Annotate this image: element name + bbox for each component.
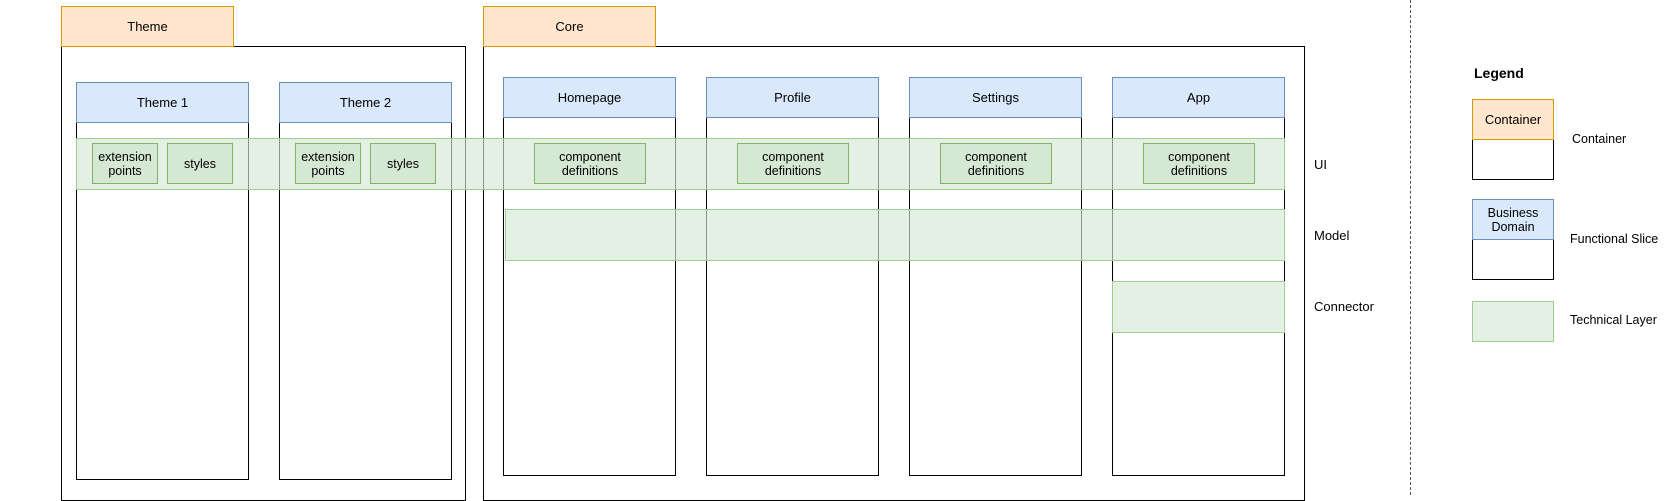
slice-theme1-header: Theme 1 [76,82,249,123]
ui-layer [76,138,1285,190]
theme1-styles: styles [167,143,233,184]
legend-container-body [1472,139,1554,180]
slice-app-header: App [1112,77,1285,118]
theme1-extension-points: extension points [92,143,158,184]
legend-slice-header: Business Domain [1472,199,1554,240]
theme2-styles: styles [370,143,436,184]
slice-theme2-header: Theme 2 [279,82,452,123]
core-container-tab: Core [483,6,656,47]
connector-layer-label: Connector [1314,299,1374,314]
theme-container-tab: Theme [61,6,234,47]
legend-slice-body [1472,239,1554,280]
profile-component-definitions: component definitions [737,143,849,184]
model-layer [505,209,1285,261]
legend-container-tab: Container [1472,99,1554,140]
legend-divider [1410,0,1411,495]
slice-profile-header: Profile [706,77,879,118]
legend-container-desc: Container [1572,132,1627,146]
legend-title: Legend [1474,65,1524,81]
legend-layer-swatch [1472,301,1554,342]
theme2-extension-points: extension points [295,143,361,184]
settings-component-definitions: component definitions [940,143,1052,184]
legend-slice-desc: Functional Slice [1570,232,1659,246]
slice-homepage-header: Homepage [503,77,676,118]
app-component-definitions: component definitions [1143,143,1255,184]
homepage-component-definitions: component definitions [534,143,646,184]
ui-layer-label: UI [1314,157,1327,172]
legend-layer-desc: Technical Layer [1570,313,1657,327]
model-layer-label: Model [1314,228,1350,243]
connector-layer [1112,281,1285,333]
slice-settings-header: Settings [909,77,1082,118]
